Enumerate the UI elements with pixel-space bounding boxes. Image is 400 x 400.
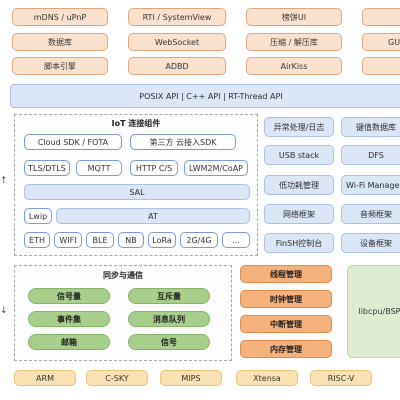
iot-lwip: Lwip [24,208,52,224]
posix-api-bar: POSIX API | C++ API | RT-Thread API [10,84,400,108]
kernel-interrupt-mgmt: 中断管理 [240,315,332,333]
right-dfs: DFS [341,145,400,165]
iot-title: IoT 连接组件 [111,119,161,128]
iot-http: HTTP C/S [130,160,178,176]
iot-tls-dtls: TLS/DTLS [24,160,70,176]
component-cut-3 [362,57,400,75]
iot-cloud-sdk: Cloud SDK / FOTA [24,134,122,150]
component-cut-top [362,8,400,26]
iot-eth: ETH [24,232,50,248]
component-websocket: WebSocket [128,33,226,51]
component-ui: 榜饼UI [246,8,342,26]
sync-event-set: 事件集 [28,311,110,327]
iot-2g-4g: 2G/4G [180,232,218,248]
iot-more: ... [222,232,250,248]
sync-mutex: 互斥量 [128,288,210,304]
right-wifi-manager: Wi-Fi Manage [341,175,400,195]
sync-title: 同步与通信 [103,271,143,280]
mid-exception-log: 异常处理/日志 [264,117,334,137]
arch-riscv: RISC-V [310,370,372,386]
iot-wifi: WIFI [54,232,82,248]
iot-nb: NB [118,232,144,248]
arch-arm: ARM [14,370,76,386]
component-rti-systemview: RTI / SystemView [128,8,226,26]
mid-network-framework: 网络框架 [264,204,334,224]
component-adbd: ADBD [128,57,226,75]
component-compression: 压缩 / 解压库 [246,33,342,51]
mid-power-mgmt: 低功耗管理 [264,175,334,195]
right-kv-database: 键值数据库 [341,117,400,137]
sync-semaphore: 信号量 [28,288,110,304]
iot-lwm2m-coap: LWM2M/CoAP [184,160,248,176]
kernel-thread-mgmt: 线程管理 [240,265,332,283]
component-gui-cut: GU [362,33,400,51]
component-mdns-upnp: mDNS / uPnP [12,8,108,26]
libcpu-bsp: libcpu/BSP [347,265,400,358]
mid-usb-stack: USB stack [264,145,334,165]
iot-ble: BLE [86,232,114,248]
mid-finsh-console: FinSH控制台 [264,233,334,253]
arch-csky: C-SKY [86,370,148,386]
kernel-clock-mgmt: 时钟管理 [240,290,332,308]
right-audio-framework: 音频框架 [341,204,400,224]
iot-third-party-sdk: 第三方 云接入SDK [130,134,236,150]
kernel-memory-mgmt: 内存管理 [240,340,332,358]
iot-lora: LoRa [148,232,176,248]
component-airkiss: AirKiss [246,57,342,75]
left-edge-mark-2: ↓ [0,306,8,316]
arch-mips: MIPS [160,370,222,386]
iot-mqtt: MQTT [76,160,122,176]
sync-message-queue: 消息队列 [128,311,210,327]
iot-at: AT [56,208,250,224]
component-database: 数据库 [12,33,108,51]
sync-mailbox: 邮箱 [28,334,110,350]
right-device-framework: 设备框架 [341,233,400,253]
component-script-engine: 脚本引擎 [12,57,108,75]
left-edge-mark-1: ↑ [0,176,8,186]
iot-sal: SAL [24,184,250,200]
sync-signal: 信号 [128,334,210,350]
arch-xtensa: Xtensa [236,370,298,386]
